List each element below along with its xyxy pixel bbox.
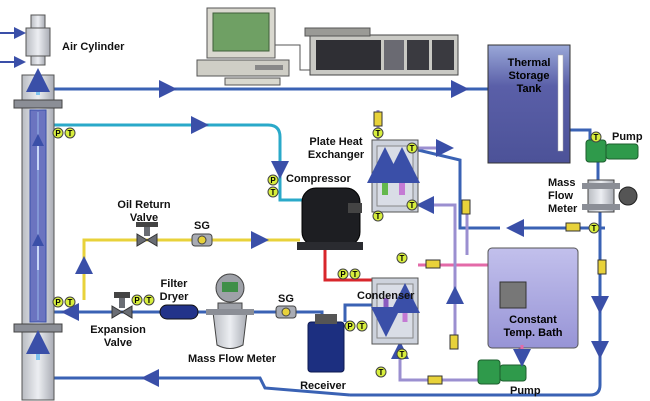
label-thermal-storage-tank-3: Tank — [517, 83, 543, 95]
filter-dryer — [159, 304, 199, 320]
condenser — [371, 277, 420, 345]
suction-line — [50, 116, 305, 202]
label-pump-bottom: Pump — [510, 385, 541, 397]
label-receiver: Receiver — [300, 380, 347, 392]
svg-text:P: P — [55, 298, 61, 307]
label-thermal-storage-tank-1: Thermal — [508, 57, 551, 69]
label-mass-flow-meter-right-3: Meter — [548, 203, 578, 215]
label-compressor: Compressor — [286, 173, 352, 185]
label-sg-top: SG — [194, 220, 210, 232]
svg-text:T: T — [594, 133, 599, 142]
plate-heat-exchanger — [367, 139, 420, 213]
svg-text:P: P — [270, 176, 276, 185]
label-oil-return-valve-2: Valve — [130, 212, 158, 224]
receiver — [307, 314, 345, 373]
test-column — [13, 68, 63, 401]
badge-pt-filter: P T — [131, 294, 155, 306]
label-pump-top: Pump — [612, 131, 643, 143]
svg-text:T: T — [379, 368, 384, 377]
label-oil-return-valve-1: Oil Return — [117, 199, 170, 211]
air-cylinder — [0, 14, 51, 68]
svg-text:P: P — [55, 129, 61, 138]
thermal-storage-tank — [487, 44, 571, 164]
label-plate-heat-exchanger-2: Exchanger — [308, 149, 365, 161]
sensor-badges: P T P T P T P T P T P T T T T T T T — [52, 127, 602, 378]
badge-t-singles: T T T T T T T T T — [372, 127, 602, 378]
badge-pt-compressor-out: P T — [337, 268, 361, 280]
label-mass-flow-meter-bottom: Mass Flow Meter — [188, 353, 277, 365]
svg-text:P: P — [347, 322, 353, 331]
badge-pt-receiver: P T — [344, 320, 368, 332]
sight-glass-bottom — [275, 305, 297, 319]
svg-text:T: T — [410, 144, 415, 153]
svg-text:T: T — [353, 270, 358, 279]
label-expansion-valve-2: Valve — [104, 337, 132, 349]
label-condenser: Condenser — [357, 290, 415, 302]
svg-text:T: T — [376, 129, 381, 138]
svg-text:T: T — [271, 188, 276, 197]
discharge-line — [323, 250, 372, 282]
label-mass-flow-meter-right-1: Mass — [548, 177, 576, 189]
oil-return-valve — [136, 222, 158, 247]
svg-text:T: T — [592, 224, 597, 233]
label-filter-dryer-1: Filter — [161, 278, 189, 290]
svg-text:T: T — [410, 201, 415, 210]
svg-text:T: T — [376, 212, 381, 221]
label-filter-dryer-2: Dryer — [160, 291, 189, 303]
line-valves — [373, 111, 607, 385]
data-acquisition-unit — [275, 27, 459, 76]
label-air-cylinder: Air Cylinder — [62, 41, 125, 53]
svg-text:T: T — [68, 129, 73, 138]
badge-pt-expansion: P T — [52, 296, 76, 308]
compressor — [297, 187, 363, 250]
badge-pt-suction-column: P T — [52, 127, 76, 139]
label-plate-heat-exchanger-1: Plate Heat — [309, 136, 363, 148]
svg-text:P: P — [134, 296, 140, 305]
label-sg-bottom: SG — [278, 293, 294, 305]
label-thermal-storage-tank-2: Storage — [509, 70, 550, 82]
svg-text:T: T — [360, 322, 365, 331]
badge-pt-compressor-in: P T — [267, 174, 279, 198]
sight-glass-top — [191, 233, 213, 247]
computer — [196, 7, 290, 86]
svg-text:P: P — [340, 270, 346, 279]
svg-text:T: T — [68, 298, 73, 307]
mass-flow-meter-bottom — [206, 273, 254, 349]
label-mass-flow-meter-right-2: Flow — [548, 190, 573, 202]
svg-text:T: T — [400, 254, 405, 263]
constant-temp-bath — [487, 247, 579, 349]
water-return-line — [50, 235, 609, 397]
svg-text:T: T — [147, 296, 152, 305]
oil-return-line — [75, 231, 300, 300]
expansion-valve — [111, 292, 133, 319]
label-constant-temp-bath-2: Temp. Bath — [503, 327, 562, 339]
label-expansion-valve-1: Expansion — [90, 324, 146, 336]
label-constant-temp-bath-1: Constant — [509, 314, 557, 326]
pump-top — [585, 139, 639, 163]
pump-bottom — [477, 345, 531, 385]
svg-text:T: T — [400, 350, 405, 359]
mass-flow-meter-right — [582, 179, 638, 213]
